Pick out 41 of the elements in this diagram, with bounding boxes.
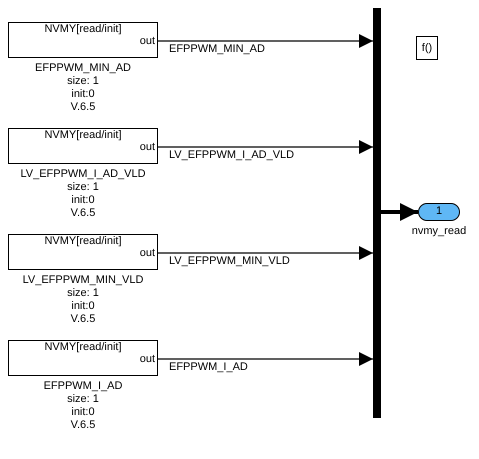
subsystem-block — [8, 340, 158, 376]
block-name: LV_EFPPWM_MIN_VLD — [22, 274, 144, 287]
block-name: LV_EFPPWM_I_AD_VLD — [19, 168, 147, 181]
block-parameter: V.6.5 — [70, 419, 96, 432]
signal-label: LV_EFPPWM_I_AD_VLD — [168, 149, 296, 161]
block-parameter: size: 1 — [66, 287, 100, 300]
block-parameter: init:0 — [70, 406, 96, 419]
block-parameter: size: 1 — [66, 393, 100, 406]
block-title: NVMY[read/init] — [43, 129, 123, 142]
subsystem-block — [8, 234, 158, 270]
signal-arrow — [158, 352, 373, 366]
block-title: NVMY[read/init] — [43, 235, 123, 248]
block-name: EFPPWM_I_AD — [42, 380, 124, 393]
signal-label: EFPPWM_MIN_AD — [168, 43, 266, 55]
bus-arrow — [381, 203, 418, 221]
block-parameter: init:0 — [70, 300, 96, 313]
block-title: NVMY[read/init] — [43, 341, 123, 354]
block-parameter: size: 1 — [66, 181, 100, 194]
port-label: out — [140, 247, 155, 260]
block-parameter: V.6.5 — [70, 101, 96, 114]
block-name: nvmy_read — [410, 225, 468, 238]
outport-block: 1 — [418, 203, 460, 221]
block-parameter: V.6.5 — [70, 313, 96, 326]
block-parameter: init:0 — [70, 88, 96, 101]
subsystem-block — [8, 22, 158, 58]
signal-label: EFPPWM_I_AD — [168, 361, 249, 373]
signal-arrow — [158, 140, 373, 154]
block-name: EFPPWM_MIN_AD — [34, 62, 132, 75]
function-call-block: f() — [416, 36, 438, 60]
block-parameter: V.6.5 — [70, 207, 96, 220]
port-label: out — [140, 35, 155, 48]
block-parameter: init:0 — [70, 194, 96, 207]
port-label: out — [140, 353, 155, 366]
bus-bar — [373, 8, 381, 418]
block-title: NVMY[read/init] — [43, 23, 123, 36]
signal-label: LV_EFPPWM_MIN_VLD — [168, 255, 291, 267]
port-label: out — [140, 141, 155, 154]
signal-arrow — [158, 246, 373, 260]
subsystem-block — [8, 128, 158, 164]
block-parameter: size: 1 — [66, 75, 100, 88]
signal-arrow — [158, 34, 373, 48]
